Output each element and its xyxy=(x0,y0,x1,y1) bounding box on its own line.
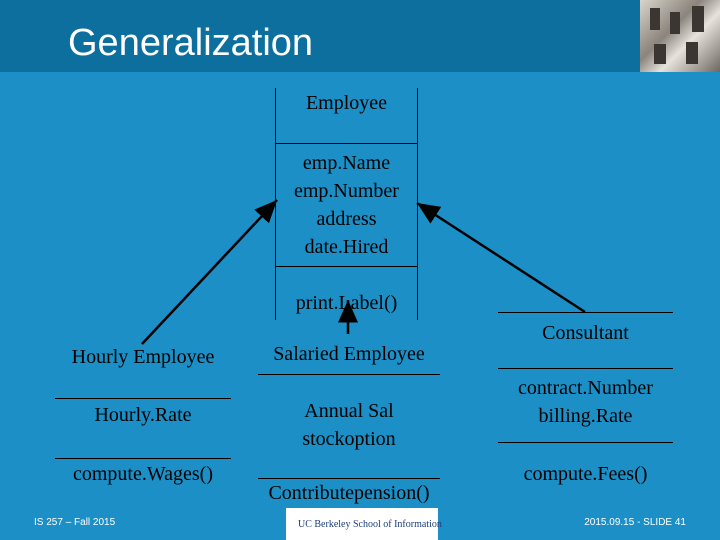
class-employee: Employee emp.Name emp.Number address dat… xyxy=(275,88,418,320)
class-hourly-operations: compute.Wages() xyxy=(55,460,231,488)
class-employee-name: Employee xyxy=(305,92,388,114)
logo-text: UC Berkeley School of Information xyxy=(298,518,442,530)
ucb-ischool-logo: UC Berkeley School of Information xyxy=(286,508,442,540)
class-salaried-name: Salaried Employee xyxy=(273,343,425,365)
attribute: contract.Number xyxy=(518,377,653,399)
attribute: stockoption xyxy=(302,428,396,450)
operation: Contributepension() xyxy=(268,482,430,504)
class-hourly-name: Hourly Employee xyxy=(71,346,215,368)
class-hourly-employee: Hourly Employee Hourly.Rate compute.Wage… xyxy=(55,338,231,488)
class-consultant-name: Consultant xyxy=(542,322,629,344)
footer-slide-number: 2015.09.15 - SLIDE 41 xyxy=(584,517,686,528)
attribute: emp.Name xyxy=(302,152,391,174)
class-consultant: Consultant contract.Number billing.Rate … xyxy=(498,312,673,492)
arrow-hourly-to-employee xyxy=(141,199,278,345)
operation: compute.Fees() xyxy=(523,463,648,485)
class-salaried-employee: Salaried Employee Annual Sal stockoption… xyxy=(258,336,440,506)
attribute: date.Hired xyxy=(304,236,389,258)
operation: compute.Wages() xyxy=(73,463,213,485)
class-salaried-attributes: Annual Sal stockoption xyxy=(258,396,440,454)
title-bar xyxy=(0,0,720,72)
arrow-consultant-to-employee xyxy=(416,201,586,314)
class-salaried-operations: Contributepension() xyxy=(258,480,440,506)
slide-title: Generalization xyxy=(68,22,314,64)
attribute: emp.Number xyxy=(294,180,399,202)
class-employee-attributes: emp.Name emp.Number address date.Hired xyxy=(275,146,418,264)
attribute: billing.Rate xyxy=(538,405,633,427)
class-consultant-operations: compute.Fees() xyxy=(498,460,673,488)
attribute: address xyxy=(316,208,377,230)
class-hourly-attributes: Hourly.Rate xyxy=(55,400,231,430)
class-consultant-attributes: contract.Number billing.Rate xyxy=(498,374,673,430)
header-photo xyxy=(640,0,720,72)
attribute: Annual Sal xyxy=(304,400,394,422)
attribute: Hourly.Rate xyxy=(94,404,192,426)
class-employee-operations: print.Label() xyxy=(275,288,418,318)
footer-course: IS 257 – Fall 2015 xyxy=(34,517,116,528)
operation: print.Label() xyxy=(295,292,398,314)
